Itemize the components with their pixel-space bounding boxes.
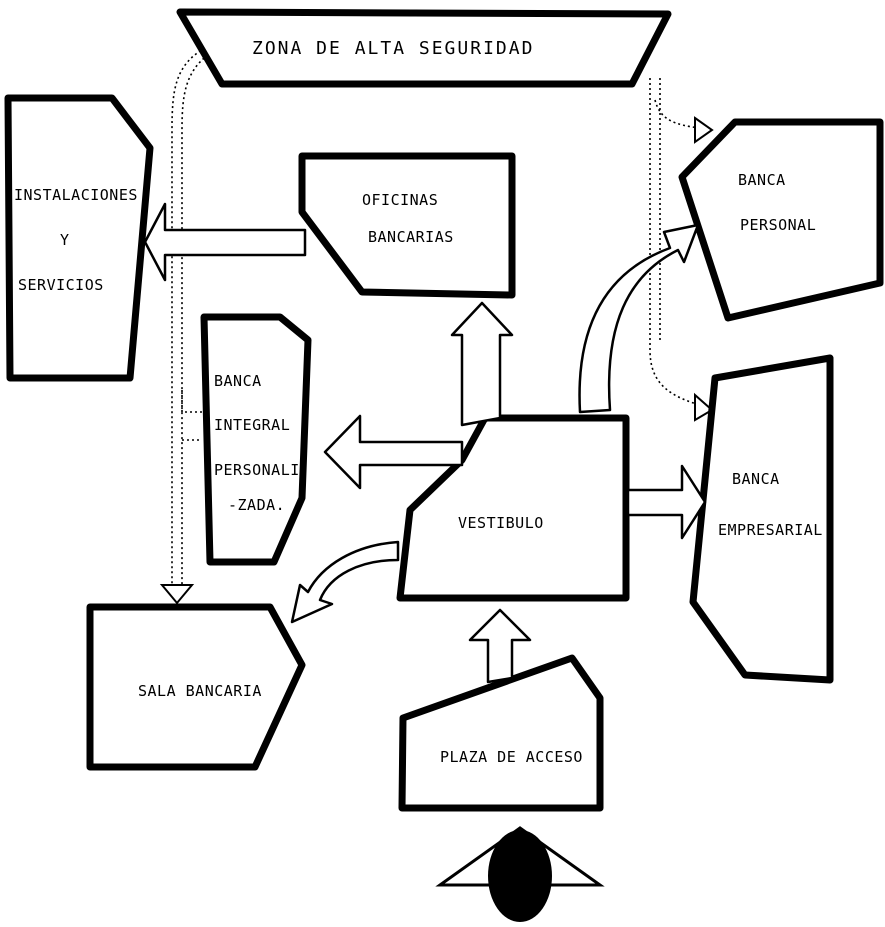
sala-arrow-head [159, 584, 195, 605]
zone-banca-personal [678, 118, 884, 322]
label-oficinas-1: OFICINAS [362, 191, 438, 209]
label-vestibulo: VESTIBULO [458, 514, 544, 532]
zone-banca-empresarial [689, 354, 834, 684]
arrow-vestibulo-to-empresarial [626, 464, 707, 540]
label-banca-integral-1: BANCA [214, 372, 262, 390]
arrow-oficinas-to-instalaciones [143, 202, 307, 282]
zone-oficinas-bancarias [298, 152, 516, 299]
label-banca-integral-4: -ZADA. [228, 496, 285, 514]
label-banca-personal-1: BANCA [738, 171, 786, 189]
arrow-vestibulo-to-integral [323, 414, 464, 490]
label-sala-bancaria: SALA BANCARIA [138, 682, 262, 700]
arrow-vestibulo-to-oficinas [450, 301, 514, 427]
label-oficinas-2: BANCARIAS [368, 228, 454, 246]
security-to-personal-line [649, 78, 701, 406]
arrow-plaza-to-vestibulo [468, 608, 532, 684]
zone-sala-bancaria [86, 603, 306, 771]
label-banca-empresarial-1: BANCA [732, 470, 780, 488]
label-banca-integral-2: INTEGRAL [214, 416, 290, 434]
label-zona-alta-seguridad: ZONA DE ALTA SEGURIDAD [252, 38, 534, 59]
arrow-vestibulo-to-personal [578, 223, 700, 414]
integral-branch-line [181, 390, 202, 413]
label-plaza-acceso: PLAZA DE ACCESO [440, 748, 583, 766]
label-banca-empresarial-2: EMPRESARIAL [718, 521, 823, 539]
label-banca-personal-2: PERSONAL [740, 216, 816, 234]
personal-thin-head [694, 116, 714, 144]
personal-branch-line [654, 99, 701, 129]
label-instalaciones-1: INSTALACIONES [14, 186, 138, 204]
label-banca-integral-3: PERSONALI- [214, 461, 309, 479]
zone-plaza-acceso [398, 654, 604, 812]
zona-alta-seguridad [176, 8, 672, 88]
label-instalaciones-2: Y [60, 231, 70, 249]
empresarial-thin-head [694, 392, 714, 422]
zone-banca-integral [200, 313, 312, 566]
zone-instalaciones-servicios [4, 94, 154, 382]
security-to-sala-line [171, 47, 206, 585]
observer-pupil-icon [488, 830, 552, 922]
label-instalaciones-3: SERVICIOS [18, 276, 104, 294]
arrow-vestibulo-to-sala [290, 540, 400, 624]
